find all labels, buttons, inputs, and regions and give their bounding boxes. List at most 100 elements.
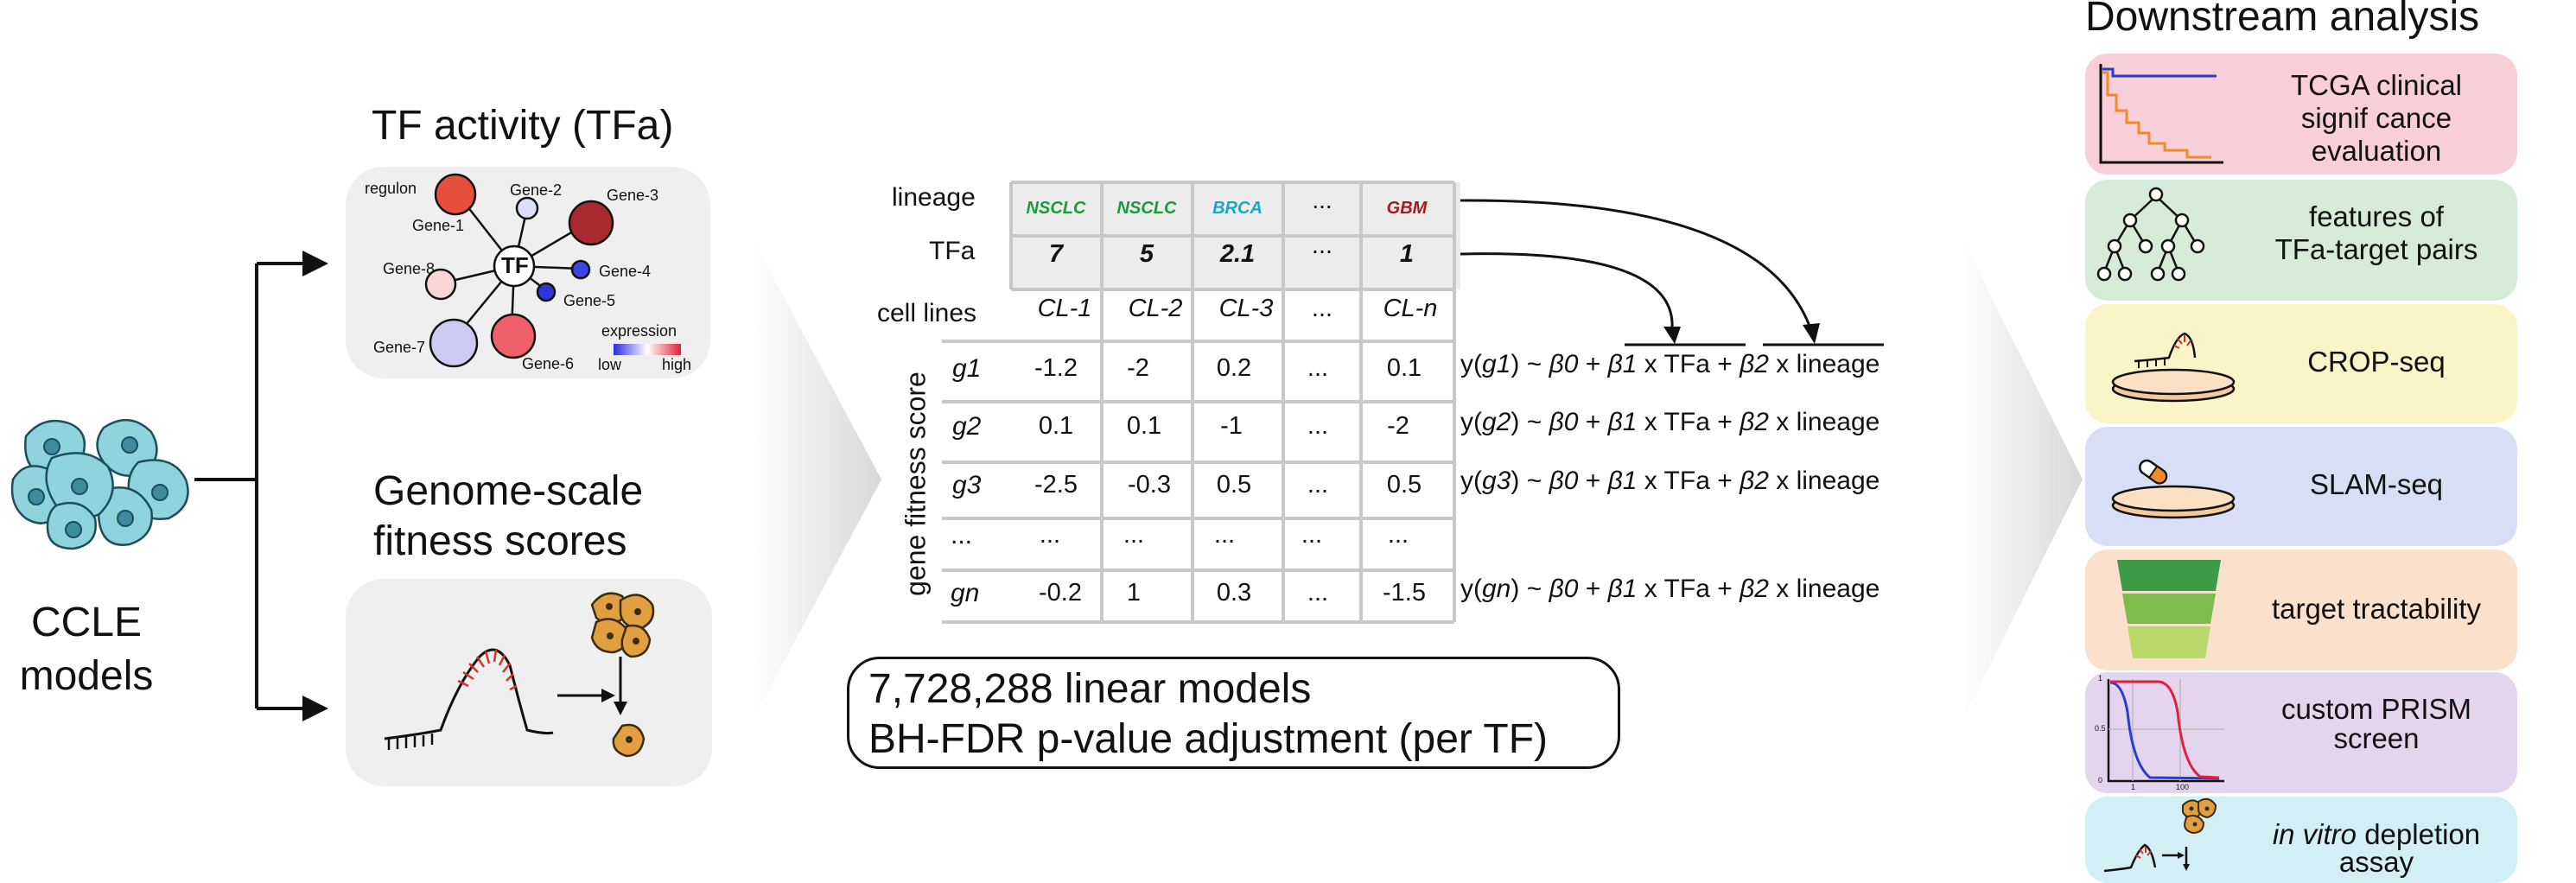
tfa-cell-2: 5 <box>1139 240 1154 268</box>
gene-8-label: Gene-8 <box>383 260 436 277</box>
gene-row-label: g1 <box>952 354 982 383</box>
downstream-label-tractability: target tractability <box>2271 593 2482 625</box>
table-cell: -0.2 <box>1039 579 1082 607</box>
chevron-arrow-2 <box>1962 238 2083 721</box>
downstream-label-depletion: in vitro depletion assay <box>2272 818 2481 878</box>
ccle-cells-illustration <box>10 418 189 550</box>
table-cell: 0.1 <box>1038 412 1074 440</box>
prism-tick-y-bot: 0 <box>2098 776 2103 785</box>
table-cell: -1.2 <box>1034 354 1078 382</box>
equation-g1: y(g1) ~ β0 + β1 x TFa + β2 x lineage <box>1460 350 1880 378</box>
regulon-label: regulon <box>365 180 417 197</box>
ccle-label: CCLE models <box>9 596 164 703</box>
downstream-item-prism <box>2085 672 2517 793</box>
table-cell: 0.5 <box>1386 471 1422 499</box>
gene-row-label: g2 <box>952 412 982 441</box>
lineage-cell-4: ... <box>1312 187 1333 213</box>
crispr-screen-illustration <box>384 592 655 758</box>
downstream-label-crop-seq: CROP-seq <box>2307 346 2446 378</box>
gene-6-node <box>490 313 537 359</box>
lineage-cell-1: NSCLC <box>1026 199 1086 218</box>
gene-1-label: Gene-1 <box>412 217 465 234</box>
gene-4-label: Gene-4 <box>599 263 652 280</box>
dose-response-icon <box>2107 679 2224 783</box>
culture-dish-pill-icon <box>2111 459 2236 519</box>
table-cell: -1.5 <box>1383 579 1426 607</box>
table-y-axis-label: gene fitness score <box>900 372 932 596</box>
table-cell: ... <box>1387 521 1409 549</box>
gene-3-label: Gene-3 <box>607 187 659 204</box>
cell-line-4: ... <box>1311 295 1333 322</box>
funnel-icon <box>2117 560 2221 658</box>
depletion-assay-icon <box>2103 797 2217 873</box>
table-cell: ... <box>1307 354 1329 382</box>
table-row-label-cell-lines: cell lines <box>877 299 977 327</box>
downstream-label-tcga: TCGA clinical signif cance evaluation <box>2290 69 2463 167</box>
table-cell: 0.1 <box>1126 412 1162 440</box>
equation-overlines <box>1625 343 1884 346</box>
gene-4-node <box>570 259 591 280</box>
table-cell: -2.5 <box>1034 471 1078 499</box>
gene-1-node <box>434 173 477 216</box>
tf-center-node <box>493 245 536 288</box>
prism-tick-y-top: 1 <box>2098 674 2103 683</box>
chevron-arrow-1 <box>752 238 881 721</box>
fitness-panel-title: Genome-scale fitness scores <box>373 467 643 567</box>
table-cell: ... <box>1039 521 1061 549</box>
fitness-title-line1: Genome-scale <box>373 468 644 514</box>
tfa-cell-4: ... <box>1311 232 1333 259</box>
downstream-item-crop-seq <box>2085 304 2517 423</box>
table-cell: -2 <box>1387 412 1409 440</box>
tree-icon <box>2096 187 2205 282</box>
expression-legend-low: low <box>598 356 622 373</box>
table-cell: 1 <box>1126 579 1142 607</box>
table-cell: 0.1 <box>1386 354 1422 382</box>
table-cell: -0.3 <box>1128 471 1171 499</box>
gene-5-node <box>536 282 557 302</box>
tfa-panel-title: TF activity (TFa) <box>372 103 674 149</box>
downstream-item-tcga <box>2085 54 2517 175</box>
prism-tick-y-mid: 0.5 <box>2095 724 2106 733</box>
table-cell: ... <box>1301 521 1323 549</box>
lineage-cell-2: NSCLC <box>1116 199 1177 218</box>
gene-2-node <box>515 196 539 220</box>
table-cell: ... <box>1307 412 1329 440</box>
equation-g3: y(g3) ~ β0 + β1 x TFa + β2 x lineage <box>1460 467 1880 495</box>
downstream-label-prism: custom PRISM screen <box>2280 693 2472 754</box>
lineage-cell-5: GBM <box>1386 199 1428 218</box>
table-cell: ... <box>1307 471 1329 499</box>
downstream-item-depletion <box>2085 797 2517 883</box>
table-cell: 0.3 <box>1216 579 1252 607</box>
gene-3-node <box>568 200 614 246</box>
tfa-cell-5: 1 <box>1399 240 1415 268</box>
tfa-cell-3: 2.1 <box>1219 240 1256 268</box>
cell-line-5: CL-n <box>1383 295 1438 322</box>
expression-gradient-bar <box>614 344 681 355</box>
table-cell: -1 <box>1220 412 1243 440</box>
cell-line-1: CL-1 <box>1037 295 1092 322</box>
expression-legend-title: expression <box>601 322 677 340</box>
table-row-label-lineage: lineage <box>892 183 976 212</box>
equation-g2: y(g2) ~ β0 + β1 x TFa + β2 x lineage <box>1460 408 1880 436</box>
gene-5-label: Gene-5 <box>563 292 616 309</box>
equation-arrows <box>1460 199 1820 344</box>
summary-box: 7,728,288 linear models BH-FDR p-value a… <box>847 657 1620 769</box>
summary-line2: BH-FDR p-value adjustment (per TF) <box>868 716 1548 762</box>
table-grid <box>942 181 1460 624</box>
gene-2-label: Gene-2 <box>510 181 563 199</box>
gene-row-label: ... <box>951 521 973 549</box>
table-cell: 0.5 <box>1216 471 1252 499</box>
cell-line-3: CL-3 <box>1218 295 1274 322</box>
branch-arrows <box>194 251 328 721</box>
downstream-label-slam-seq: SLAM-seq <box>2309 468 2444 500</box>
tf-regulon-network <box>424 173 681 368</box>
table-cell: 0.2 <box>1216 354 1252 382</box>
table-cell: -2 <box>1127 354 1149 382</box>
summary-line1: 7,728,288 linear models <box>868 666 1312 712</box>
culture-dish-guide-icon <box>2111 332 2236 403</box>
gene-row-label: gn <box>951 579 980 607</box>
downstream-label-features: features of TFa-target pairs <box>2274 200 2478 265</box>
table-cell: ... <box>1123 521 1145 549</box>
downstream-title: Downstream analysis <box>2085 0 2480 40</box>
gene-7-label: Gene-7 <box>373 339 426 356</box>
